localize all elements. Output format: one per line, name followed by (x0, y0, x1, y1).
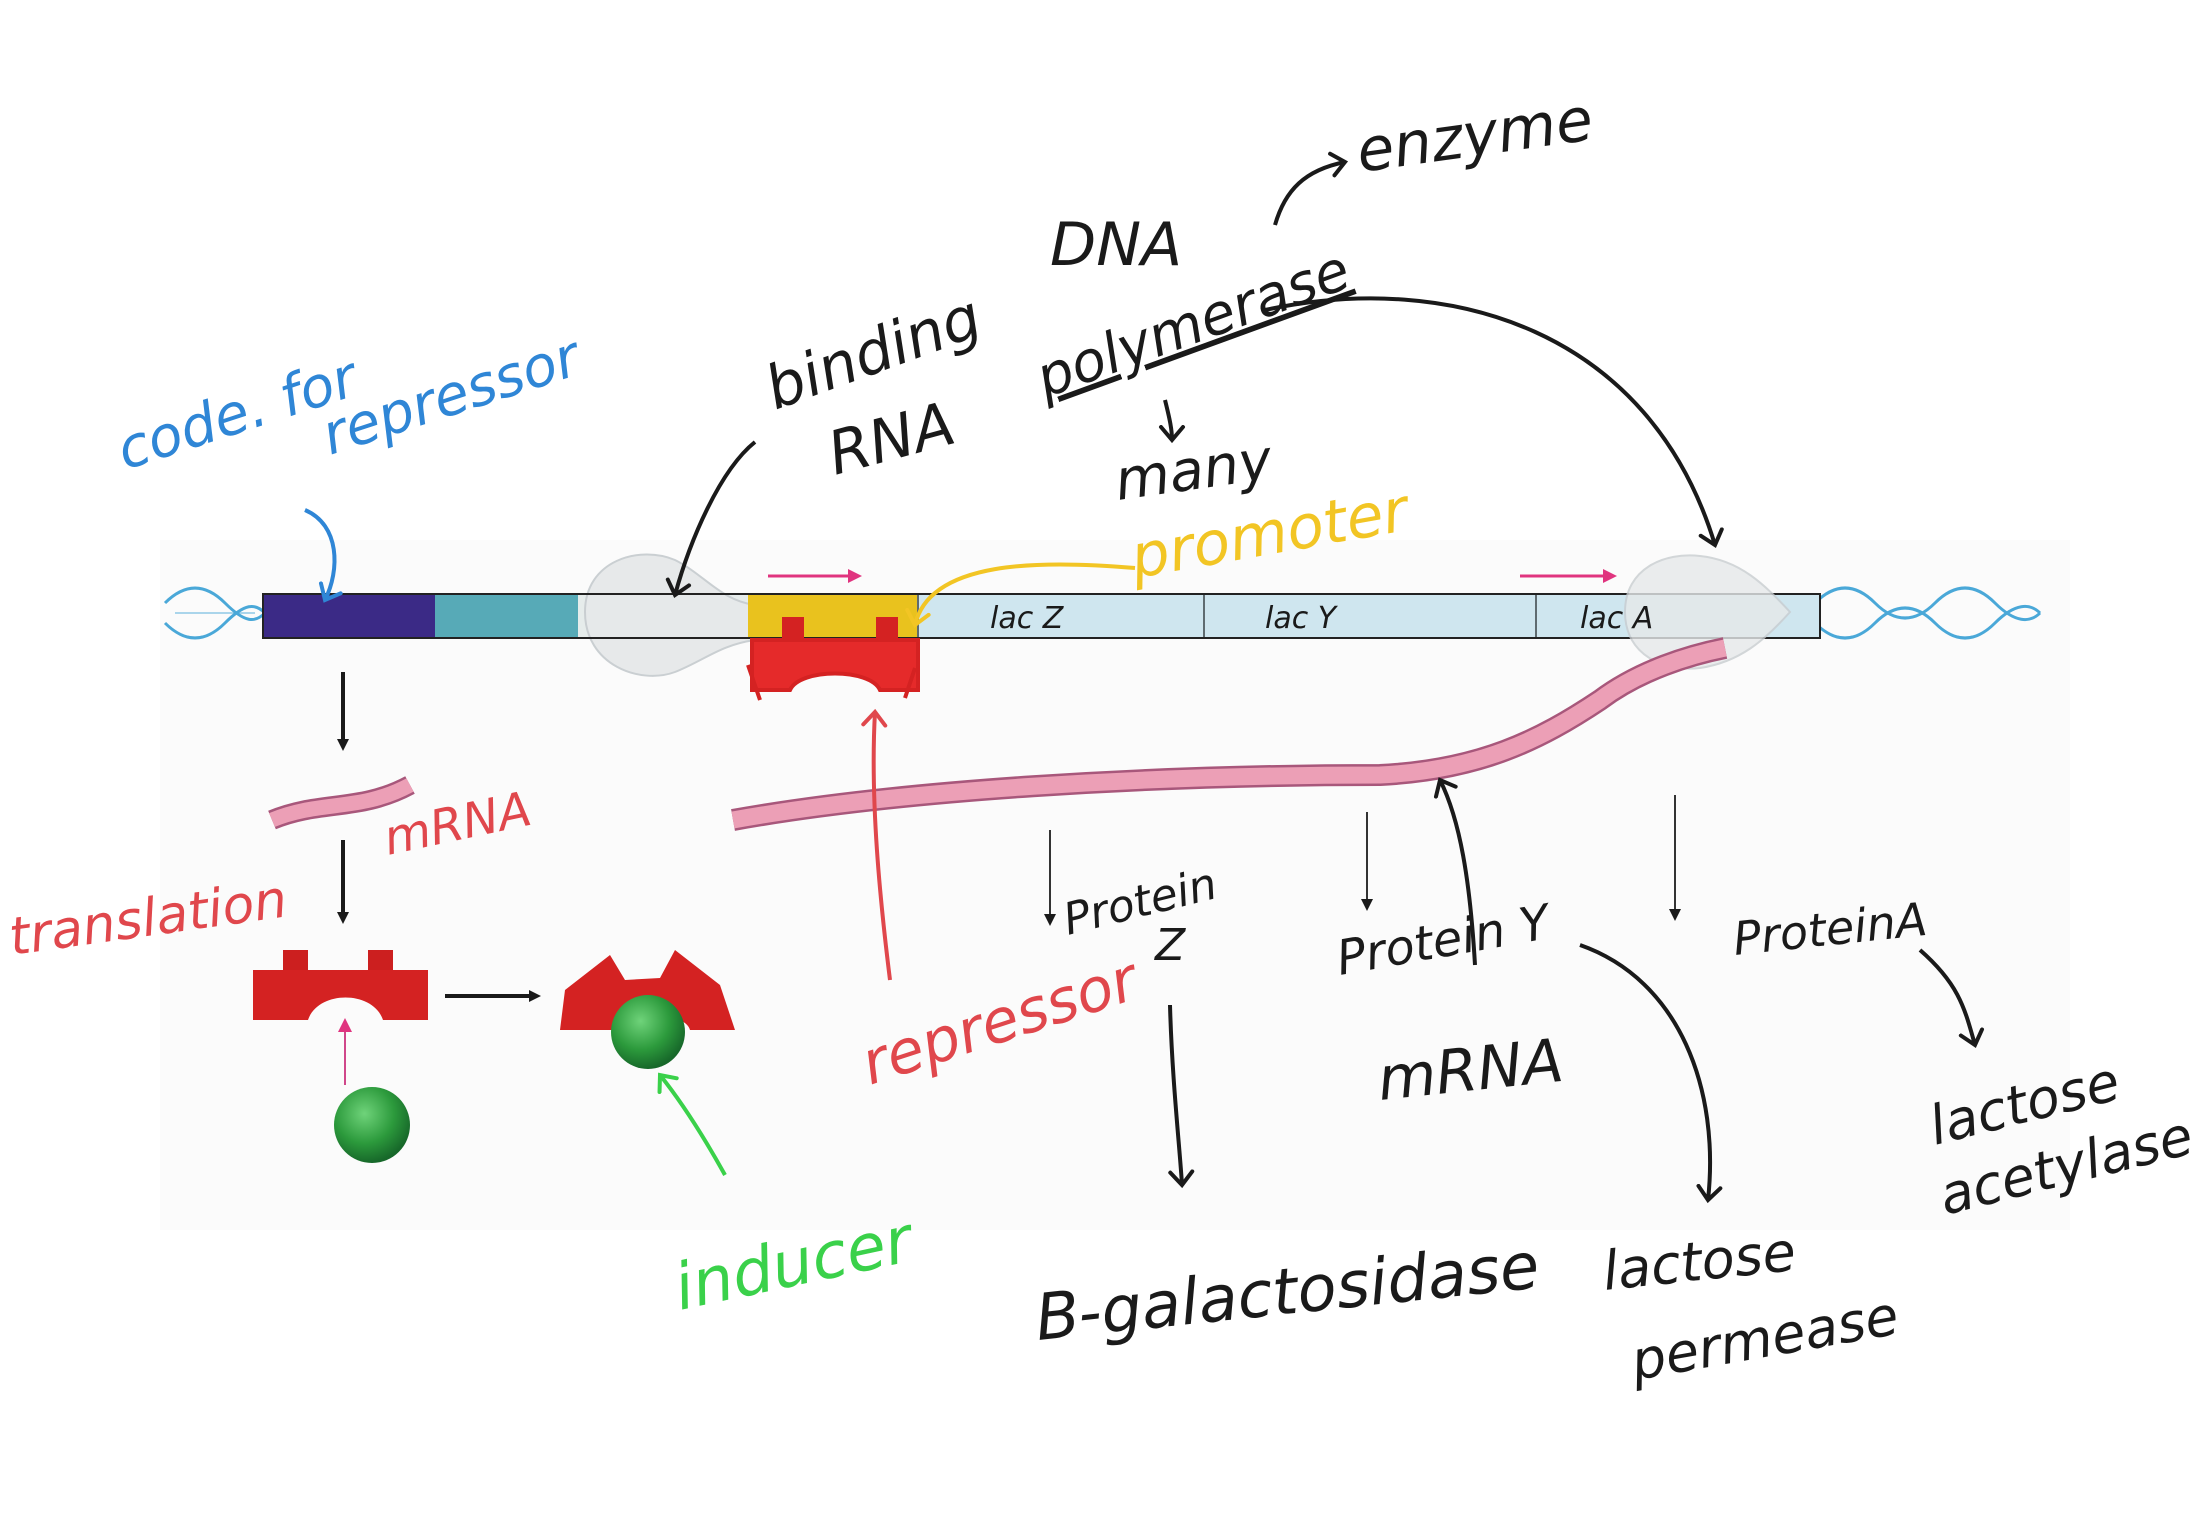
arrow-to-enzyme (1273, 151, 1349, 226)
gene-label-lac-z: lac Z (990, 601, 1065, 636)
repressor-bound-operator (746, 617, 920, 701)
arrow-protein-y-to-permease (1579, 943, 1723, 1204)
annotation-rna: RNA (821, 389, 962, 490)
dna-helix-left (163, 586, 267, 640)
figure-panel (160, 540, 2070, 1230)
arrow-mrna-label-to-strand (1433, 777, 1477, 966)
annotation-protein-z-line2: Z (1154, 920, 1186, 971)
annotation-repressor-blue: repressor (314, 323, 590, 468)
annotation-lactose-permease-1: lactose (1600, 1220, 1799, 1303)
regulator-gene (263, 594, 435, 638)
regulator-spacer (435, 594, 578, 638)
annotation-binding: binding (756, 282, 990, 424)
operon-gene-y (1203, 593, 1537, 639)
repressor-active (253, 950, 428, 1020)
dna-bar-outline (262, 593, 1821, 639)
annotation-beta-galactosidase: B-galactosidase (1032, 1229, 1543, 1355)
inducer-free (334, 1087, 410, 1163)
arrow-to-many (1158, 399, 1185, 444)
arrow-promoter (905, 562, 1136, 629)
annotation-dna: DNA (1050, 210, 1182, 280)
annotation-lactose-permease-2: permease (1625, 1284, 1903, 1393)
gene-label-lac-a: lac A (1580, 601, 1653, 636)
arrow-protein-a-to-acetylase (1918, 948, 1985, 1048)
gene-label-lac-y: lac Y (1265, 601, 1339, 636)
annotation-enzyme: enzyme (1352, 85, 1597, 187)
repressor-inactive (560, 950, 735, 1069)
inducer-bound (611, 995, 685, 1069)
arrow-protein-z-to-enzyme (1168, 1004, 1195, 1189)
arrow-binding-to-polymerase (665, 440, 757, 598)
dna-helix-right (1813, 586, 2042, 640)
arrow-inducer (657, 1072, 727, 1176)
arrow-repressor-to-operator (861, 708, 892, 981)
arrow-code-for-repressor (304, 508, 343, 603)
arrow-polymerase-to-right (1264, 296, 1724, 548)
